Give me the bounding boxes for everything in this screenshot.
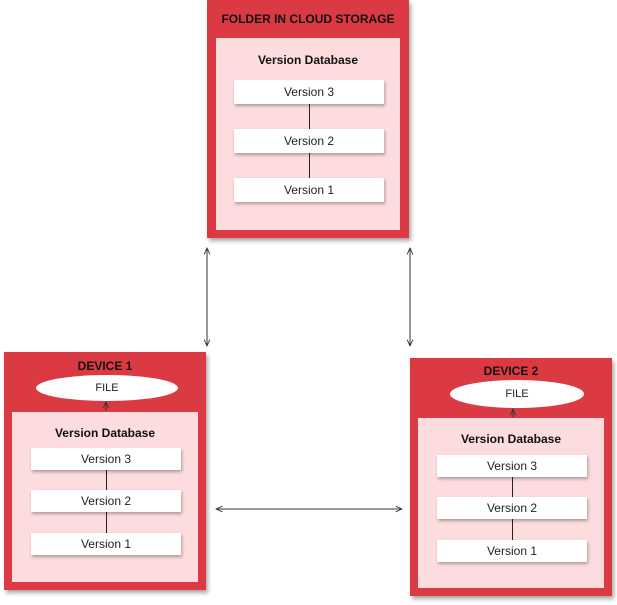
cloud-db-title: Version Database <box>257 53 359 67</box>
device-2-link-2-1 <box>512 519 513 540</box>
cloud-link-2-1 <box>309 153 310 178</box>
device-1-link-3-2 <box>106 470 107 490</box>
cloud-version-2: Version 2 <box>234 129 384 153</box>
device-1-file: FILE <box>36 375 178 401</box>
device-2-link-3-2 <box>512 477 513 497</box>
cloud-version-1: Version 1 <box>234 178 384 202</box>
device-1-version-2: Version 2 <box>31 490 181 512</box>
device-1-panel: DEVICE 1 FILE Version Database Version 3… <box>4 352 206 590</box>
cloud-version-database: Version Database Version 3 Version 2 Ver… <box>216 38 400 230</box>
device-2-file: FILE <box>450 380 584 408</box>
cloud-storage-panel: FOLDER IN CLOUD STORAGE Version Database… <box>207 0 409 238</box>
device-2-version-3: Version 3 <box>437 455 587 477</box>
device-2-version-2: Version 2 <box>437 497 587 519</box>
device-1-link-2-1 <box>106 512 107 533</box>
device-1-title: DEVICE 1 <box>77 359 133 373</box>
cloud-storage-title: FOLDER IN CLOUD STORAGE <box>221 12 395 26</box>
device-1-version-3: Version 3 <box>31 448 181 470</box>
device-2-version-database: Version Database Version 3 Version 2 Ver… <box>418 418 604 588</box>
device-1-version-1: Version 1 <box>31 533 181 555</box>
device-2-title: DEVICE 2 <box>483 364 539 378</box>
device-2-db-title: Version Database <box>460 432 562 446</box>
device-1-version-database: Version Database Version 3 Version 2 Ver… <box>12 412 198 582</box>
cloud-link-3-2 <box>309 104 310 129</box>
device-1-db-title: Version Database <box>54 426 156 440</box>
device-2-version-1: Version 1 <box>437 540 587 562</box>
device-2-panel: DEVICE 2 FILE Version Database Version 3… <box>410 358 612 596</box>
cloud-version-3: Version 3 <box>234 80 384 104</box>
